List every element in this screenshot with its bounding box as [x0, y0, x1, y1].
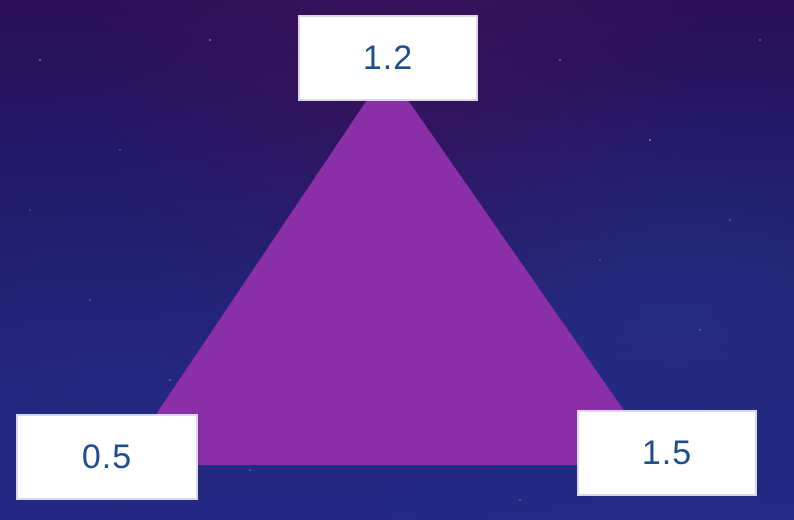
vertex-label-bottom-left-text: 0.5 — [81, 437, 133, 476]
vertex-label-top-text: 1.2 — [362, 38, 414, 77]
vertex-label-bottom-right-text: 1.5 — [641, 433, 693, 472]
vertex-label-bottom-right: 1.5 — [577, 410, 757, 496]
vertex-label-bottom-left: 0.5 — [16, 414, 198, 500]
triangle-shape — [122, 70, 662, 465]
vertex-label-top: 1.2 — [298, 15, 478, 101]
